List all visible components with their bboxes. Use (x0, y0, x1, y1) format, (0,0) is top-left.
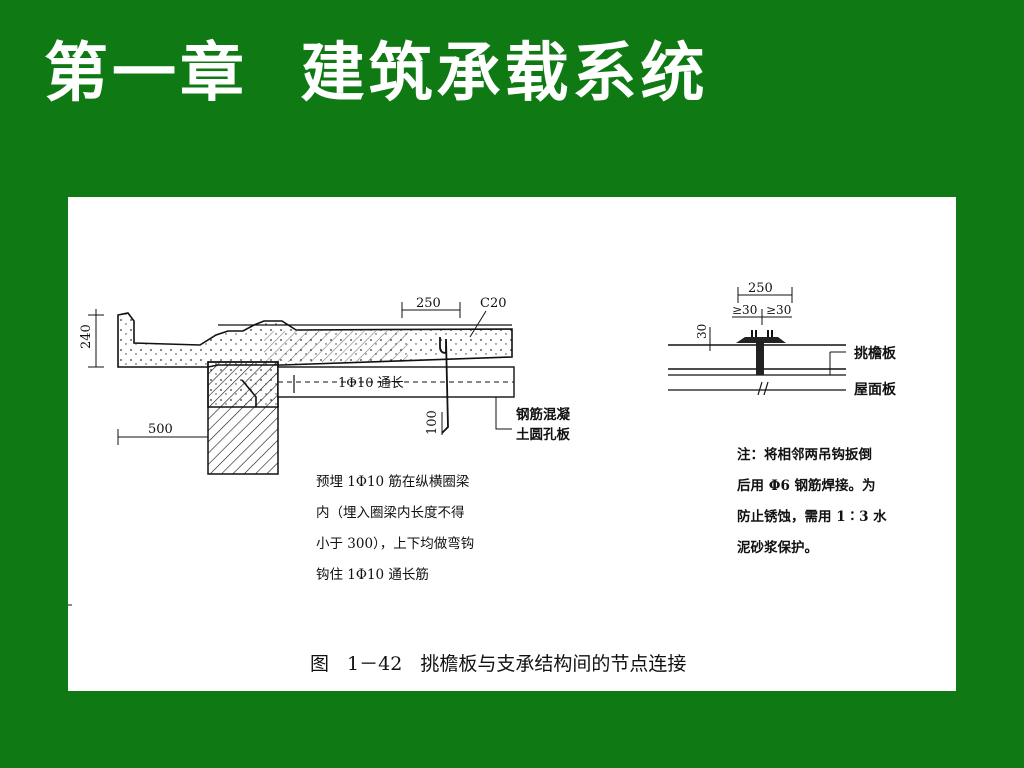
figure-caption: 图 1－42 挑檐板与支承结构间的节点连接 (310, 653, 687, 675)
ring-beam (207, 361, 279, 408)
dimension-250-right: 250 (737, 281, 793, 303)
note-right-line: 泥砂浆保护。 (737, 540, 818, 556)
dim-500-text: 500 (148, 422, 173, 437)
eave-hatch (264, 331, 408, 362)
dim-30a-text: ≥30 (732, 303, 757, 317)
note-right-line: 防止锈蚀，需用 1∶3 水 (737, 509, 887, 525)
dim-30-vertical-text: 30 (695, 324, 709, 339)
dim-240-text: 240 (79, 324, 94, 349)
note-right-line: 注：将相邻两吊钩扳倒 (737, 447, 872, 463)
c20-label: C20 (480, 296, 507, 311)
embedded-rebar-note: 预埋 1Φ10 筋在纵横圈梁 内（埋入圈梁内长度不得 小于 300），上下均做弯… (316, 467, 474, 591)
note-left-line: 内（埋入圈梁内长度不得 (316, 505, 465, 521)
rebar-through-label: 1Φ10 通长 (338, 376, 404, 391)
hook-rebar (439, 337, 449, 434)
figure-panel: 250 C20 240 1Φ10 通长 100 (68, 197, 956, 691)
dimension-240: 240 (79, 309, 104, 368)
weld-joint-detail: 250 ≥30 ≥30 30 挑檐板 屋面板 (668, 281, 897, 398)
slab-label-line1: 钢筋混凝 (516, 406, 570, 423)
note-left-line: 钩住 1Φ10 通长筋 (316, 567, 429, 583)
slide-title: 第一章 建筑承载系统 (44, 36, 709, 111)
slab-label-line2: 土圆孔板 (516, 426, 570, 443)
roof-slab-label: 屋面板 (854, 381, 897, 398)
note-right-line: 后用 Φ6 钢筋焊接。为 (737, 478, 876, 494)
dimension-250-left: 250 (401, 296, 461, 318)
dimension-500: 500 (117, 422, 209, 445)
dim-30b-text: ≥30 (766, 303, 791, 317)
dimension-100: 100 (425, 410, 443, 435)
eave-slab-label: 挑檐板 (854, 345, 897, 362)
dim-100-text: 100 (425, 410, 440, 435)
dim-250-right-text: 250 (748, 281, 773, 296)
note-left-line: 小于 300），上下均做弯钩 (316, 536, 475, 552)
note-left-line: 预埋 1Φ10 筋在纵横圈梁 (316, 474, 470, 490)
weld-note: 注：将相邻两吊钩扳倒 后用 Φ6 钢筋焊接。为 防止锈蚀，需用 1∶3 水 泥砂… (737, 440, 887, 564)
eave-section-detail: 250 C20 240 1Φ10 通长 100 (68, 296, 570, 606)
dim-250-left-text: 250 (416, 296, 441, 311)
node-detail-drawing: 250 C20 240 1Φ10 通长 100 (68, 281, 897, 606)
